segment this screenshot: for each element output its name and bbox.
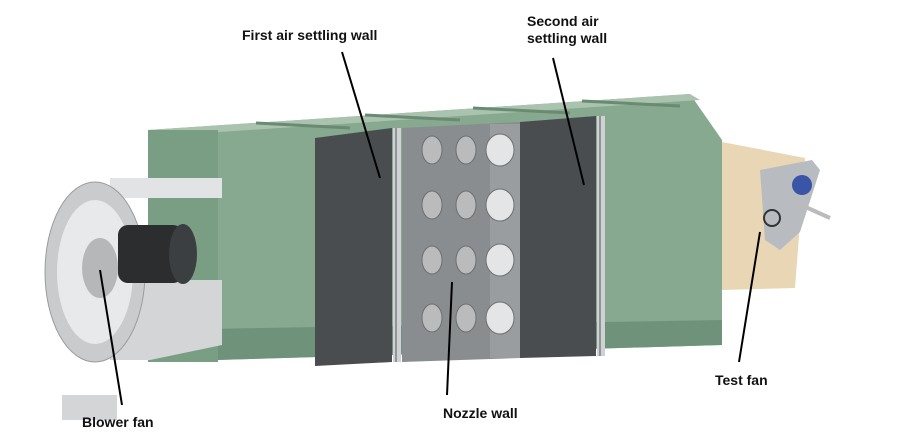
label-test-fan: Test fan <box>715 372 768 388</box>
leader-first-wall <box>341 51 381 179</box>
nozzle <box>455 190 477 220</box>
nozzle <box>485 301 515 335</box>
nozzle-wall <box>402 122 520 362</box>
label-second-air-settling-wall: Second air settling wall <box>527 13 607 47</box>
leader-nozzle-wall <box>446 281 453 396</box>
label-blower-fan: Blower fan <box>82 414 154 430</box>
test-fan <box>722 142 831 290</box>
nozzle <box>421 135 443 165</box>
nozzle <box>485 243 515 277</box>
nozzle <box>421 190 443 220</box>
nozzle <box>455 135 477 165</box>
label-first-air-settling-wall: First air settling wall <box>242 27 378 43</box>
label-second-wall-line2: settling wall <box>527 30 608 46</box>
nozzle <box>485 188 515 222</box>
leader-blower-fan <box>99 269 123 406</box>
label-nozzle-wall: Nozzle wall <box>443 405 518 421</box>
leader-lines <box>99 51 761 406</box>
nozzle <box>421 245 443 275</box>
first-air-settling-wall <box>315 128 401 366</box>
leader-test-fan <box>738 231 761 363</box>
leader-second-wall <box>552 57 585 186</box>
label-second-wall-line1: Second air <box>527 13 599 29</box>
nozzle <box>421 303 443 333</box>
nozzle <box>455 303 477 333</box>
second-air-settling-wall <box>520 116 605 358</box>
nozzle <box>485 133 515 167</box>
blower-fan <box>44 178 222 420</box>
nozzle <box>455 245 477 275</box>
nozzle-array <box>421 133 515 335</box>
